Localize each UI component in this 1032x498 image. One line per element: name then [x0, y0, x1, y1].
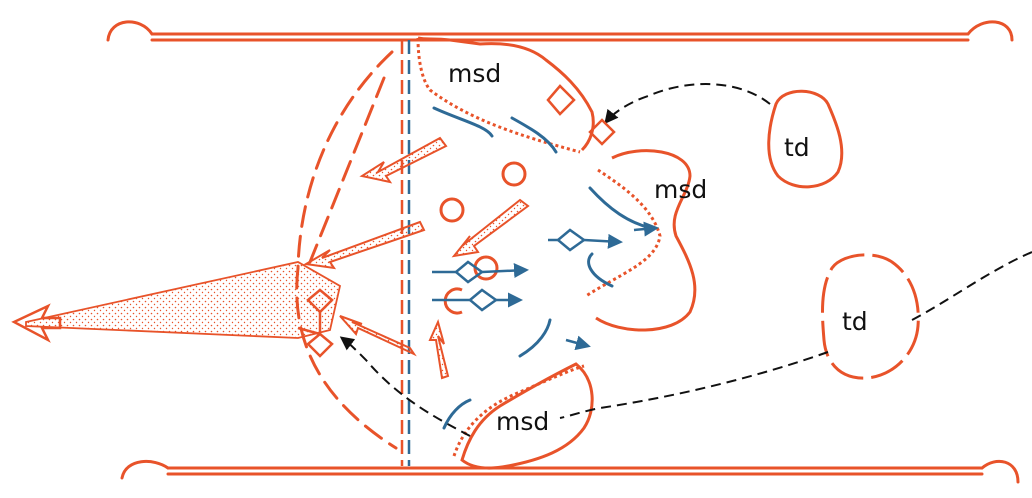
- signal-pathways: [339, 83, 1032, 437]
- td-label-upper: td: [784, 133, 810, 162]
- msd-region-middle: msd: [585, 149, 707, 332]
- msd-region-top: msd: [416, 36, 595, 154]
- funnel-outline: [295, 50, 398, 450]
- td-label-lower: td: [842, 307, 868, 336]
- orange-receptors: [297, 84, 616, 358]
- migration-arrows: [303, 136, 530, 380]
- blue-fibers: [432, 106, 652, 430]
- vertical-dashed-boundary: [400, 40, 411, 466]
- bottom-membrane: [120, 459, 1020, 484]
- msd-label-middle: msd: [654, 175, 707, 204]
- funnel-exit-arrow: [11, 303, 62, 343]
- stippled-funnel: [25, 261, 342, 339]
- msd-region-bottom: msd: [452, 362, 594, 470]
- top-membrane: [106, 20, 1014, 42]
- blue-receptors: [432, 221, 659, 351]
- msd-label-top: msd: [448, 59, 501, 88]
- td-region-lower: td: [821, 253, 920, 380]
- td-region-upper: td: [767, 89, 844, 189]
- msd-label-bottom: msd: [496, 407, 549, 436]
